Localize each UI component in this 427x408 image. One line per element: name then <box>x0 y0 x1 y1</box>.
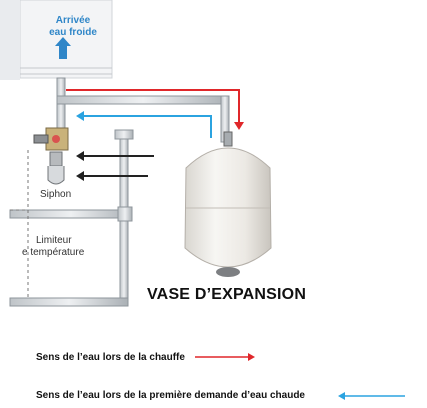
first-demand-flow-arrow-icon <box>76 111 212 138</box>
limiter-label-line2: e température <box>22 247 85 258</box>
inlet-label: Arrivée eau froide <box>33 15 113 39</box>
inlet-arrow-icon <box>55 37 71 59</box>
flow-arrows-dark-icon <box>84 155 154 177</box>
siphon <box>47 166 65 185</box>
pipework <box>9 77 230 307</box>
legend-blue-arrow-icon <box>338 392 405 400</box>
expansion-vessel <box>184 131 272 277</box>
limiter-label: Limiteur e température <box>22 235 84 259</box>
dashed-lines <box>10 150 29 300</box>
limiter-label-line1: Limiteur <box>36 235 72 246</box>
inlet-label-line1: Arrivée <box>55 15 91 26</box>
safety-valve <box>33 127 69 167</box>
heating-flow-arrow-icon <box>66 89 244 130</box>
inlet-label-line2: eau froide <box>49 27 97 38</box>
siphon-label: Siphon <box>40 189 72 200</box>
water-heater <box>0 0 113 80</box>
expansion-vessel-label: VASE D’EXPANSION <box>147 286 307 303</box>
legend-heating-label: Sens de l’eau lors de la chauffe <box>36 352 185 363</box>
legend-red-arrow-icon <box>195 353 255 361</box>
legend-first-demand-label: Sens de l’eau lors de la première demand… <box>36 390 305 401</box>
